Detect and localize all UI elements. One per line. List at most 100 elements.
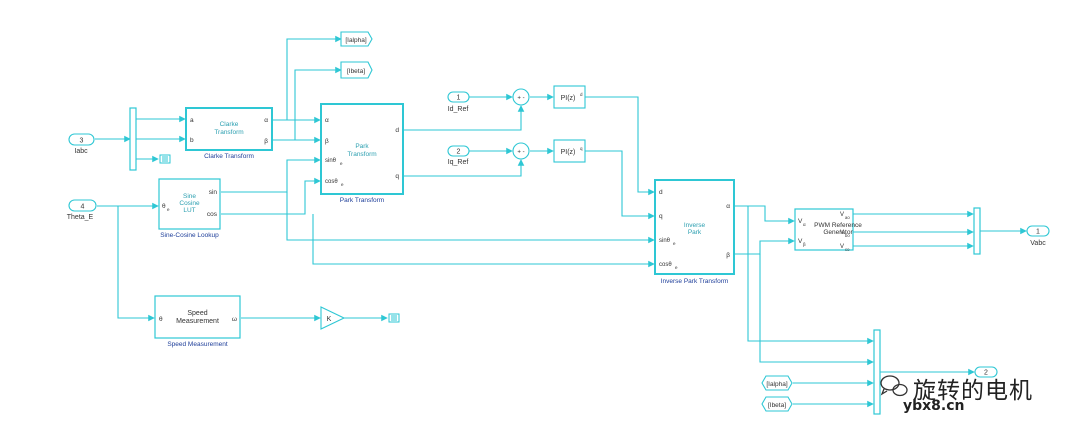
pi-d-label: PI(z)	[561, 95, 576, 102]
wire-vbeta-pwm	[735, 237, 795, 255]
wire-parkq-sum	[404, 159, 525, 177]
park-block-name: Park Transform	[340, 197, 384, 204]
pwm-port-vco: V	[840, 244, 844, 250]
watermark-title: 旋转的电机	[913, 378, 1033, 404]
pwm-port-vbeta: V	[798, 238, 803, 245]
pi-controller-q[interactable]: PI(z) q	[553, 139, 586, 163]
invpark-block-name: Inverse Park Transform	[661, 278, 729, 285]
inport-iabc[interactable]: 3 Iabc	[68, 133, 95, 155]
outport-2-number: 2	[984, 370, 988, 377]
mux-monitor[interactable]	[873, 329, 881, 415]
speed-port-omega: ω	[232, 316, 237, 323]
invpark-port-cos-sub: e	[675, 265, 678, 270]
goto-ibeta-tag: [Ibeta]	[347, 68, 365, 75]
park-port-d: d	[395, 127, 399, 134]
invpark-port-cos: cosθ	[659, 262, 672, 268]
demux-iabc[interactable]	[129, 107, 137, 171]
sincos-port-sin: sin	[209, 189, 218, 196]
outport-2[interactable]: 2	[974, 366, 998, 378]
inport-iq-ref-number: 2	[457, 149, 461, 156]
from-ialpha-tag: [Ialpha]	[766, 381, 788, 388]
signal-lines	[95, 35, 1027, 408]
goto-ibeta[interactable]: [Ibeta]	[340, 61, 373, 79]
pi-q-sub: q	[580, 146, 583, 151]
inport-iabc-number: 3	[80, 138, 84, 145]
invpark-port-d: d	[659, 189, 663, 196]
wire-beta-goto	[294, 66, 342, 140]
pwm-port-vao-sub: ao	[845, 215, 850, 220]
sum-q[interactable]: + -	[512, 142, 530, 160]
invpark-title-l1: Inverse	[684, 222, 706, 229]
inport-theta-e-number: 4	[81, 204, 85, 211]
inport-iq-ref-label: Iq_Ref	[448, 159, 469, 166]
sum-d-signs: + -	[517, 96, 524, 102]
park-port-cos-sub: e	[341, 182, 344, 187]
sum-q-signs: + -	[517, 150, 524, 156]
sine-cosine-lookup-block[interactable]: Sine Cosine LUT θ e sin cos Sine-Cosine …	[158, 178, 221, 239]
park-port-sin: sinθ	[325, 158, 337, 164]
pi-controller-d[interactable]: PI(z) d	[553, 85, 586, 109]
speed-measurement-block[interactable]: Speed Measurement θ ω Speed Measurement	[154, 295, 241, 348]
wire-sin-invpark	[286, 192, 655, 244]
goto-ialpha[interactable]: [Ialpha]	[340, 31, 373, 47]
mux-vabc[interactable]	[973, 207, 981, 255]
pwm-reference-generator-block[interactable]: PWM Reference Generator V α V β V ao V b…	[794, 208, 862, 252]
pwm-title-l2: Generator	[823, 229, 853, 236]
invpark-title-l2: Park	[688, 229, 702, 236]
wire-sin-park	[221, 156, 321, 193]
sincos-title-l2: Cosine	[179, 200, 200, 207]
clarke-transform-block[interactable]: Clarke Transform a b α β Clarke Transfor…	[185, 107, 273, 160]
pi-q-label: PI(z)	[561, 149, 576, 156]
wire-parkd-sum	[404, 105, 525, 131]
park-transform-block[interactable]: Park Transform α β sinθ e cosθ e d q Par…	[320, 103, 404, 204]
from-ialpha[interactable]: [Ialpha]	[761, 375, 793, 391]
wire-cos-invpark	[312, 214, 655, 268]
sincos-port-theta-sub: e	[167, 207, 170, 212]
sincos-port-theta: θ	[162, 203, 166, 210]
from-ibeta-tag: [Ibeta]	[768, 402, 786, 409]
speed-title-l1: Speed	[187, 310, 207, 317]
clarke-port-b: b	[190, 137, 194, 144]
invpark-port-sin-sub: e	[673, 241, 676, 246]
sincos-title-l3: LUT	[183, 207, 195, 214]
park-port-alpha: α	[325, 117, 329, 124]
pwm-port-vao: V	[840, 212, 844, 218]
inport-id-ref[interactable]: 1 Id_Ref	[447, 91, 470, 113]
clarke-port-beta: β	[264, 138, 268, 145]
pwm-port-vbeta-sub: β	[803, 242, 806, 247]
wire-piq-invpark	[585, 150, 655, 220]
outport-vabc-label: Vabc	[1030, 240, 1046, 247]
goto-ialpha-tag: [Ialpha]	[345, 37, 367, 44]
outport-vabc[interactable]: 1 Vabc	[1026, 225, 1050, 247]
terminator-demux[interactable]	[159, 154, 171, 164]
park-port-beta: β	[325, 138, 329, 145]
clarke-title-l1: Clarke	[220, 121, 239, 128]
invpark-port-q: q	[659, 213, 663, 220]
watermark-url: ybx8.cn	[903, 398, 965, 414]
wire-alpha-goto	[286, 35, 342, 120]
pwm-port-vbo: V	[840, 230, 844, 236]
inverse-park-transform-block[interactable]: Inverse Park d q sinθ e cosθ e α β Inver…	[654, 179, 735, 285]
wire-vbeta-mux	[759, 254, 874, 366]
pwm-title-l1: PWM Reference	[814, 222, 862, 229]
clarke-port-a: a	[190, 117, 194, 124]
inport-theta-e-label: Theta_E	[67, 214, 94, 221]
clarke-title-l2: Transform	[214, 129, 243, 136]
wire-valpha-pwm	[735, 205, 795, 225]
wire-theta-speed	[117, 206, 155, 322]
from-ibeta[interactable]: [Ibeta]	[761, 396, 793, 412]
invpark-port-sin: sinθ	[659, 238, 671, 244]
wire-pid-invpark	[585, 96, 655, 196]
outport-vabc-number: 1	[1036, 229, 1040, 236]
inport-theta-e[interactable]: 4 Theta_E	[67, 199, 97, 221]
terminator-speed[interactable]	[388, 313, 400, 323]
sum-d[interactable]: + -	[512, 88, 530, 106]
clarke-block-name: Clarke Transform	[204, 153, 254, 160]
sincos-title-l1: Sine	[183, 193, 196, 200]
gain-block[interactable]: K	[320, 306, 346, 330]
pi-d-sub: d	[580, 92, 583, 97]
park-port-q: q	[395, 173, 399, 180]
inport-iq-ref[interactable]: 2 Iq_Ref	[447, 145, 470, 166]
park-port-sin-sub: e	[340, 161, 343, 166]
clarke-port-alpha: α	[264, 117, 268, 124]
